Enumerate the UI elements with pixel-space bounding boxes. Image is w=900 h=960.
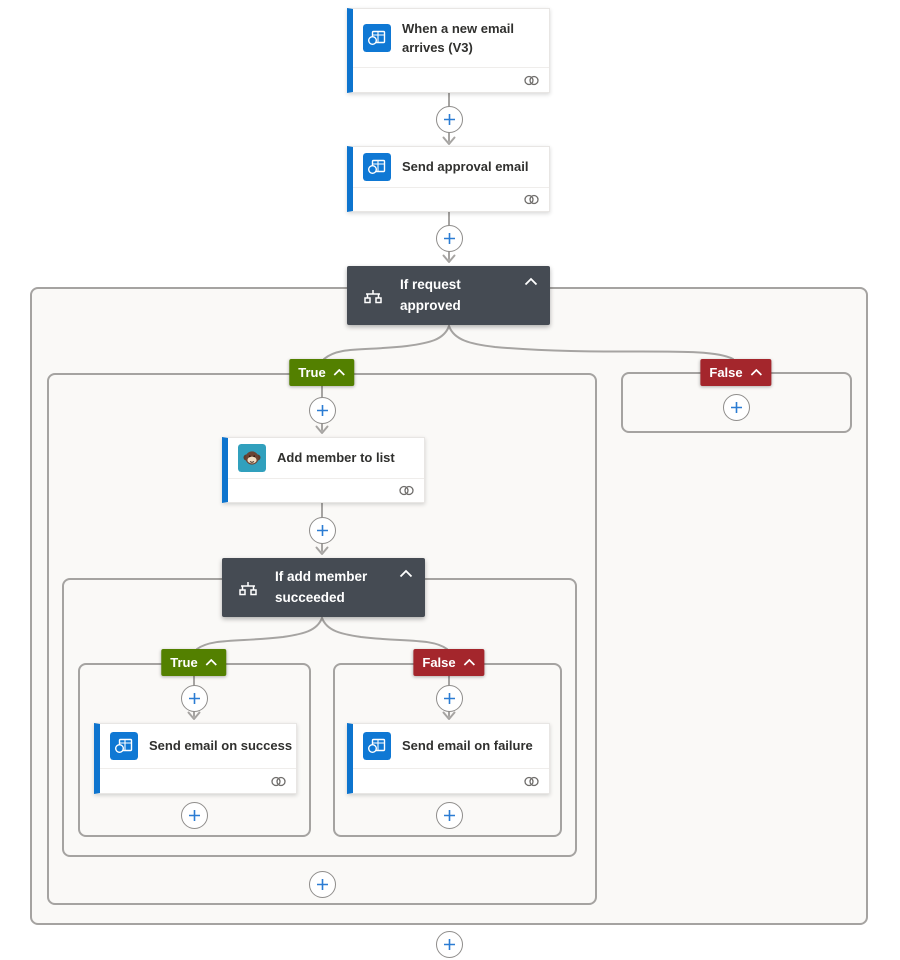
outlook-icon (110, 732, 138, 760)
add-member-card-footer (228, 478, 424, 502)
add-member-card[interactable]: Add member to list (222, 437, 425, 503)
insert-action-button[interactable] (435, 930, 463, 958)
trigger-card-title: When a new email arrives (V3) (402, 20, 514, 56)
add-member-card-header: Add member to list (228, 438, 424, 478)
add-member-condition-card[interactable]: If add member succeeded (222, 558, 425, 617)
plus-icon (443, 692, 455, 704)
true-branch-label: True (298, 365, 326, 380)
send-failure-card-header: Send email on failure (353, 724, 549, 768)
send-success-card[interactable]: Send email on success (94, 723, 297, 794)
insert-action-button[interactable] (722, 393, 750, 421)
plus-icon (316, 404, 328, 416)
send-success-card-title: Send email on success (149, 738, 293, 754)
plus-icon (443, 232, 455, 244)
trigger-card[interactable]: When a new email arrives (V3) (347, 8, 550, 93)
send-approval-card-title: Send approval email (402, 159, 529, 175)
collapse-chevron-up-icon[interactable] (399, 569, 413, 578)
insert-action-button[interactable] (435, 801, 463, 829)
insert-action-button[interactable] (435, 224, 463, 252)
true-branch-badge[interactable]: True (289, 359, 355, 386)
send-failure-card-footer (353, 768, 549, 793)
plus-icon (443, 809, 455, 821)
trigger-card-footer (353, 67, 549, 92)
request-approved-condition-card[interactable]: If request approved (347, 266, 550, 325)
insert-action-button[interactable] (180, 801, 208, 829)
outlook-icon (363, 24, 391, 52)
send-approval-card-footer (353, 187, 549, 211)
send-success-card-footer (100, 768, 296, 793)
outlook-icon (363, 732, 391, 760)
insert-action-button[interactable] (308, 396, 336, 424)
send-approval-card[interactable]: Send approval email (347, 146, 550, 212)
nested-false-branch-badge[interactable]: False (413, 649, 485, 676)
send-failure-card[interactable]: Send email on failure (347, 723, 550, 794)
add-member-card-title: Add member to list (277, 450, 395, 466)
collapse-chevron-up-icon[interactable] (524, 277, 538, 286)
plus-icon (730, 401, 742, 413)
chevron-up-icon (464, 659, 476, 666)
plus-icon (443, 113, 455, 125)
connection-icon (524, 776, 539, 786)
condition-icon (364, 289, 382, 303)
plus-icon (188, 692, 200, 704)
insert-action-button[interactable] (435, 105, 463, 133)
send-success-card-header: Send email on success (100, 724, 296, 768)
request-approved-condition-title: If request approved (400, 276, 461, 313)
connection-icon (524, 75, 539, 85)
outlook-icon (363, 153, 391, 181)
insert-action-button[interactable] (435, 684, 463, 712)
connection-icon (524, 194, 539, 205)
add-member-condition-title: If add member succeeded (275, 568, 368, 605)
insert-action-button[interactable] (180, 684, 208, 712)
insert-action-button[interactable] (308, 516, 336, 544)
connection-icon (271, 776, 286, 786)
false-branch-label: False (709, 365, 743, 380)
plus-icon (188, 809, 200, 821)
send-failure-card-title: Send email on failure (402, 738, 533, 754)
false-branch-badge[interactable]: False (700, 359, 772, 386)
send-approval-card-header: Send approval email (353, 147, 549, 187)
nested-true-branch-badge[interactable]: True (161, 649, 227, 676)
insert-action-button[interactable] (308, 870, 336, 898)
plus-icon (316, 878, 328, 890)
mailchimp-icon (238, 444, 266, 472)
chevron-up-icon (334, 369, 346, 376)
nested-true-branch-label: True (170, 655, 198, 670)
condition-icon (239, 581, 257, 595)
plus-icon (316, 524, 328, 536)
nested-false-branch-label: False (422, 655, 456, 670)
trigger-card-header: When a new email arrives (V3) (353, 9, 549, 67)
chevron-up-icon (206, 659, 218, 666)
plus-icon (443, 938, 455, 950)
chevron-up-icon (751, 369, 763, 376)
connection-icon (399, 485, 414, 496)
